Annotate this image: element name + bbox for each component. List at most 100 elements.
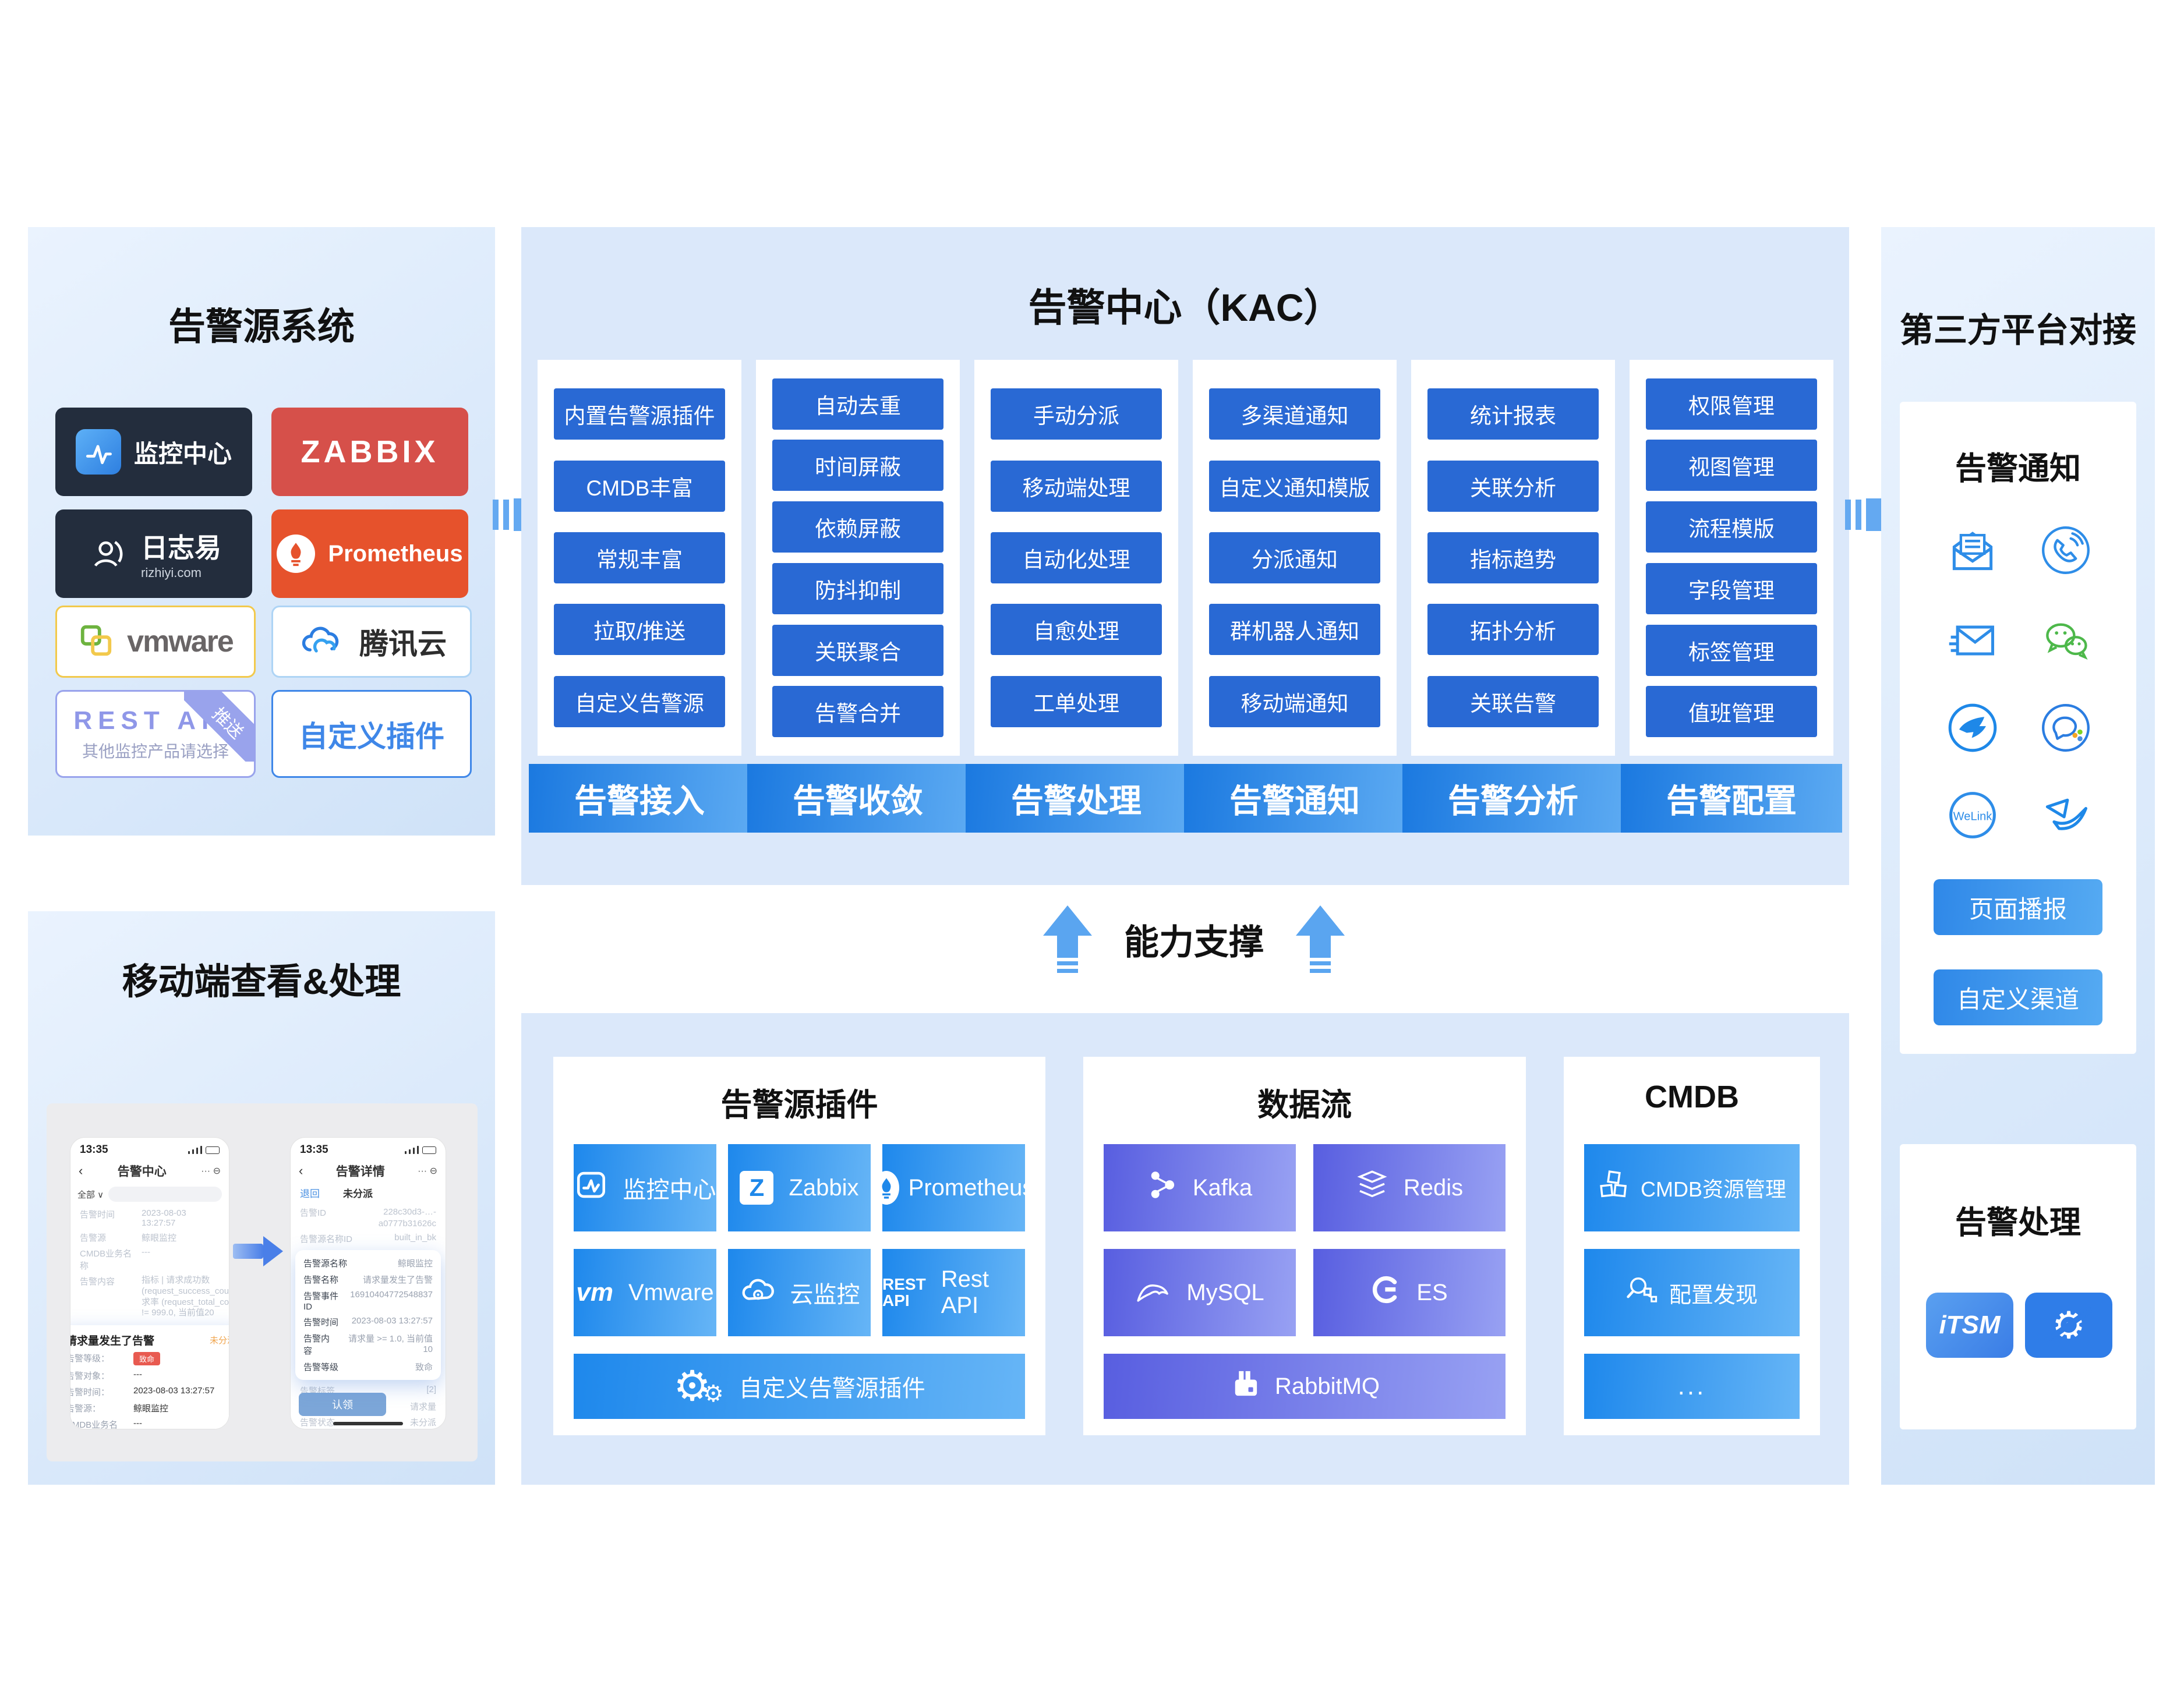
search-input[interactable] [108,1187,222,1202]
vmware-icon: vm [576,1278,613,1307]
dataflow-es[interactable]: ES [1313,1249,1506,1336]
kac-item[interactable]: 移动端处理 [991,460,1162,512]
alert-sources-title: 告警源系统 [168,306,355,348]
page-broadcast-button[interactable]: 页面播报 [1934,879,2102,935]
kac-item[interactable]: 权限管理 [1646,378,1817,430]
more-icon[interactable]: ··· ⊖ [201,1166,221,1176]
voice-call-icon [2034,518,2098,582]
plugin-label: Prometheus [908,1174,1034,1201]
claim-button[interactable]: 认领 [299,1393,386,1416]
plugin-label: Vmware [628,1279,714,1305]
plugin-cloud-monitor[interactable]: 云监控 [728,1249,871,1336]
clock: 13:35 [300,1144,328,1156]
filter-dropdown[interactable]: 全部 ∨ [77,1190,104,1200]
kac-item[interactable]: 关联告警 [1427,675,1599,727]
cmdb-resource-mgmt[interactable]: CMDB资源管理 [1584,1144,1800,1231]
kac-item[interactable]: 拉取/推送 [554,604,725,656]
back-icon[interactable]: ‹ [79,1163,83,1178]
support-layer-panel: 告警源插件 监控中心 Z Zabbix Prometheus vm Vmware [521,1013,1849,1485]
kac-item[interactable]: 工单处理 [991,675,1162,727]
mobile-title: 移动端查看&处理 [122,962,401,1002]
source-zabbix[interactable]: ZABBIX [271,408,468,496]
kac-column-analyze: 统计报表 关联分析 指标趋势 拓扑分析 关联告警 [1411,360,1615,756]
kac-footer-access[interactable]: 告警接入 [529,764,750,833]
plugin-zabbix[interactable]: Z Zabbix [728,1144,871,1231]
source-prometheus[interactable]: Prometheus [271,509,468,598]
tab-return[interactable]: 退回 [300,1188,320,1199]
kac-item[interactable]: 依赖屏蔽 [772,501,943,553]
dataflow-label: Redis [1403,1174,1464,1201]
dataflow-rabbitmq[interactable]: RabbitMQ [1104,1354,1506,1419]
kac-item[interactable]: 流程模版 [1646,501,1817,553]
mysql-icon [1135,1275,1171,1310]
cmdb-label: ... [1677,1372,1706,1400]
kac-column-access: 内置告警源插件 CMDB丰富 常规丰富 拉取/推送 自定义告警源 [538,360,741,756]
back-icon[interactable]: ‹ [299,1163,303,1178]
kac-item[interactable]: 视图管理 [1646,440,1817,491]
kac-footer-config[interactable]: 告警配置 [1621,764,1842,833]
kac-item[interactable]: 自定义通知模版 [1209,460,1380,512]
rizhiyi-icon [86,532,128,576]
source-monitor-center[interactable]: 监控中心 [55,408,252,496]
push-ribbon: 推送 [184,692,254,762]
more-icon[interactable]: ··· ⊖ [418,1166,437,1176]
wechat-icon [2034,608,2098,672]
plugin-vmware[interactable]: vm Vmware [574,1249,716,1336]
tab-unassigned[interactable]: 未分派 [343,1188,373,1199]
kac-item[interactable]: 字段管理 [1646,562,1817,614]
source-custom-plugin[interactable]: 自定义插件 [271,690,472,778]
kac-item[interactable]: 指标趋势 [1427,532,1599,583]
feishu-icon [2034,783,2098,847]
kac-item[interactable]: 告警合并 [772,686,943,738]
plugin-custom-source[interactable]: ⚙⚙ 自定义告警源插件 [574,1354,1025,1419]
source-tencent-cloud[interactable]: 腾讯云 [271,606,472,678]
source-rest-api[interactable]: REST API 其他监控产品请选择 推送 [55,690,256,778]
dataflow-kafka[interactable]: Kafka [1104,1144,1296,1231]
source-rizhiyi[interactable]: 日志易 rizhiyi.com [55,509,252,598]
kac-item[interactable]: 统计报表 [1427,388,1599,440]
dataflow-redis[interactable]: Redis [1313,1144,1506,1231]
filter-row: 全部 ∨ [70,1184,229,1206]
plugin-monitor-center[interactable]: 监控中心 [574,1144,716,1231]
kac-item[interactable]: CMDB丰富 [554,460,725,512]
source-sublabel: 其他监控产品请选择 [82,742,229,760]
custom-channel-button[interactable]: 自定义渠道 [1934,969,2102,1025]
itsm-badge[interactable]: iTSM [1926,1293,2013,1358]
kac-item[interactable]: 防抖抑制 [772,562,943,614]
kac-item[interactable]: 群机器人通知 [1209,604,1380,656]
automation-gear-badge[interactable]: ⚙ [2025,1293,2112,1358]
kac-item[interactable]: 拓扑分析 [1427,604,1599,656]
kac-item[interactable]: 移动端通知 [1209,675,1380,727]
kac-item[interactable]: 多渠道通知 [1209,388,1380,440]
cmdb-more[interactable]: ... [1584,1354,1800,1419]
kac-item[interactable]: 手动分派 [991,388,1162,440]
kac-item[interactable]: 关联分析 [1427,460,1599,512]
dataflow-mysql[interactable]: MySQL [1104,1249,1296,1336]
kac-item[interactable]: 分派通知 [1209,532,1380,583]
kac-item[interactable]: 关联聚合 [772,624,943,676]
kac-item[interactable]: 自愈处理 [991,604,1162,656]
kac-item[interactable]: 自定义告警源 [554,675,725,727]
kac-footer-handle[interactable]: 告警处理 [966,764,1187,833]
source-vmware[interactable]: vmware [55,606,256,678]
kac-item[interactable]: 值班管理 [1646,686,1817,738]
kac-footer-converge[interactable]: 告警收敛 [747,764,969,833]
kac-item[interactable]: 自动去重 [772,378,943,430]
alert-title: 请求量发生了告警 [70,1335,155,1347]
kac-item[interactable]: 时间屏蔽 [772,440,943,491]
arrow-phone1-to-phone2 [233,1236,283,1266]
cmdb-config-discovery[interactable]: 配置发现 [1584,1249,1800,1336]
kac-item[interactable]: 内置告警源插件 [554,388,725,440]
kac-item[interactable]: 标签管理 [1646,624,1817,676]
kac-item[interactable]: 自动化处理 [991,532,1162,583]
plugin-prometheus[interactable]: Prometheus [873,1144,1034,1231]
kac-item[interactable]: 常规丰富 [554,532,725,583]
kac-footer-analyze[interactable]: 告警分析 [1402,764,1624,833]
home-indicator [333,1422,403,1425]
kac-footer-notify[interactable]: 告警通知 [1184,764,1405,833]
alert-handle-box: 告警处理 iTSM ⚙ [1900,1144,2136,1429]
